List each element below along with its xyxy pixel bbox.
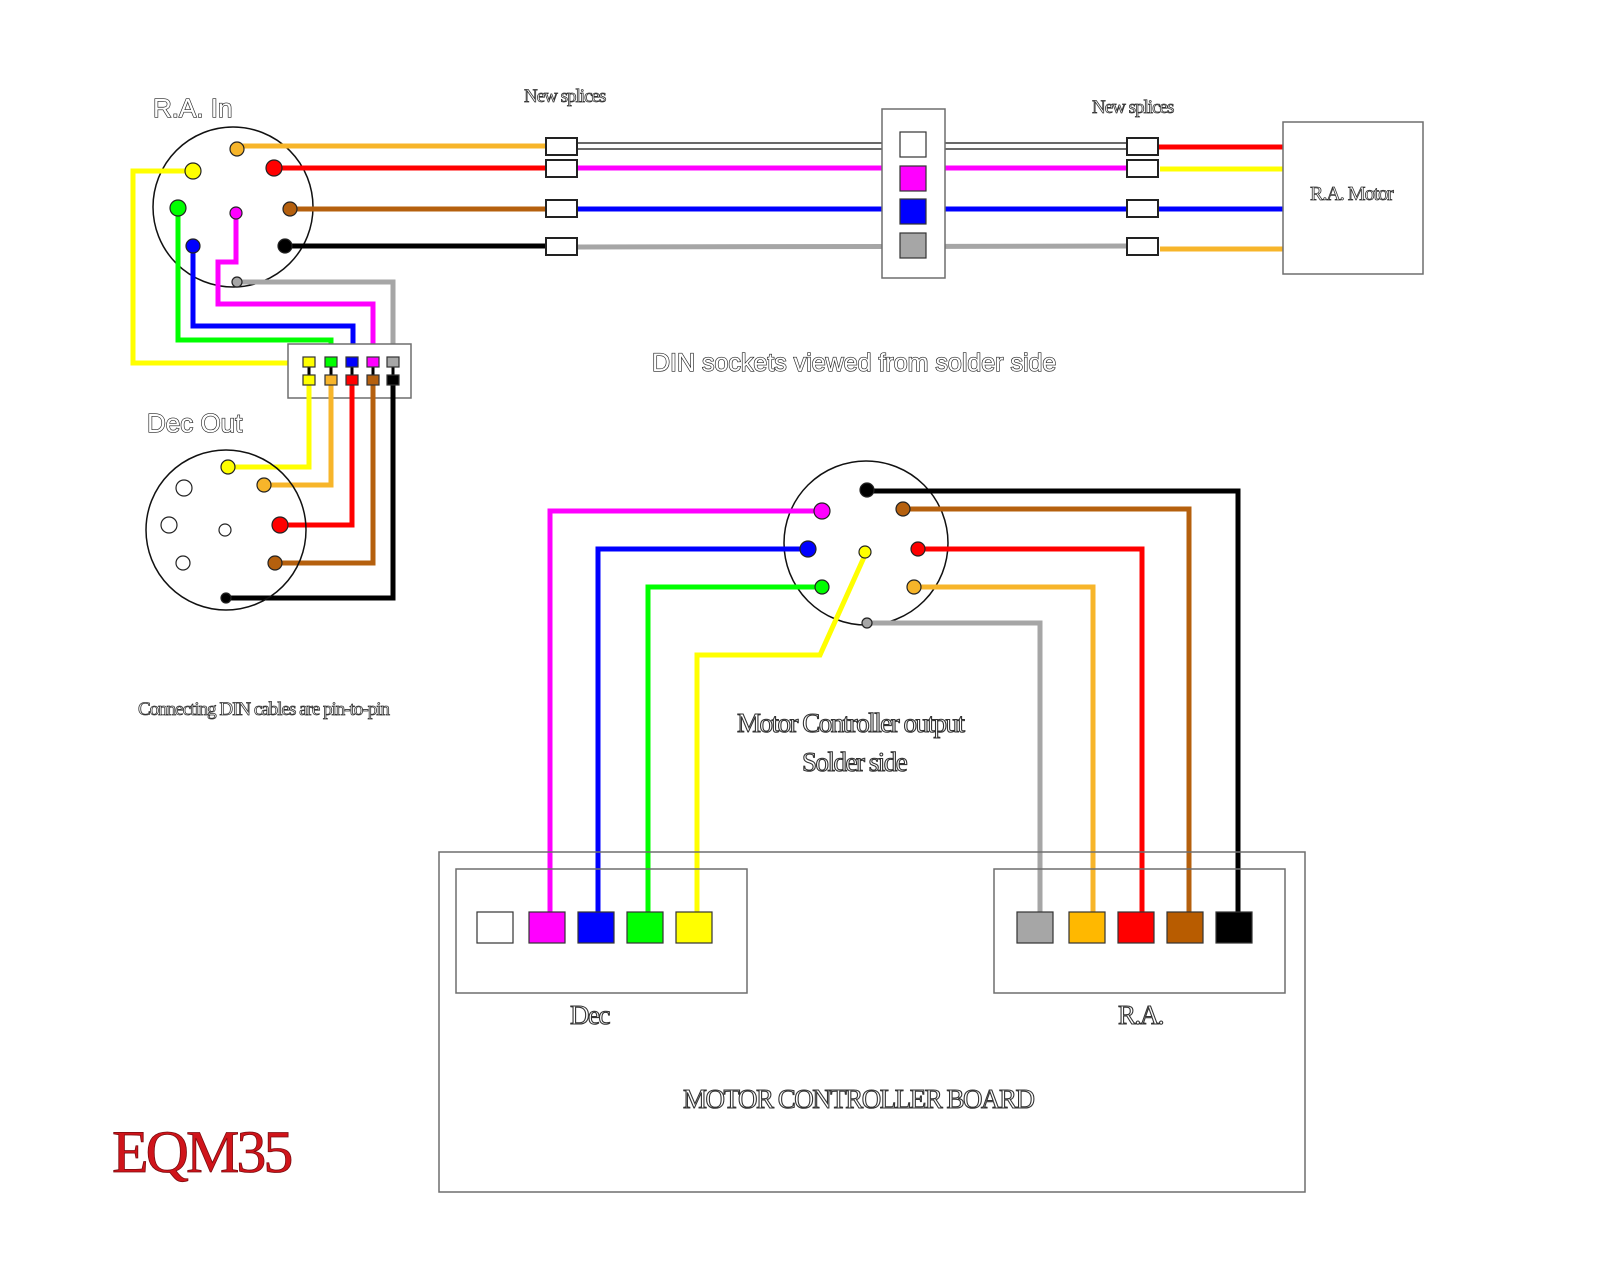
ra-in-pin-grey [231, 276, 243, 288]
ra-term-red [1117, 911, 1155, 944]
dec-out-pin-red [271, 516, 289, 534]
ra-header-box [993, 868, 1286, 994]
ra-term-black [1215, 911, 1253, 944]
passthrough-term-magenta [899, 165, 927, 192]
dec-term-magenta [528, 911, 566, 944]
dec-out-label: Dec Out [147, 408, 243, 438]
dec-header-box [455, 868, 748, 994]
junction-term-orange-bottom [324, 374, 338, 386]
junction-term-black-bottom [386, 374, 400, 386]
ra-in-pin-yellow [184, 162, 202, 180]
ra-in-pin-blue [185, 238, 201, 254]
controller-output-label: Motor Controller output [737, 708, 965, 738]
dec-out-socket [145, 449, 307, 611]
ra-header-label: R.A. [1118, 1000, 1163, 1030]
dec-term-blue [577, 911, 615, 944]
din-note: DIN sockets viewed from solder side [652, 349, 1056, 377]
passthrough-term-white [899, 131, 927, 158]
dec-header-label: Dec [570, 1000, 610, 1030]
junction-term-brown-bottom [366, 374, 380, 386]
ctrl-pin-magenta [813, 502, 831, 520]
junction-term-magenta-top [366, 356, 380, 368]
wire-green-ctrl [645, 584, 822, 913]
splice-right-2 [1126, 159, 1159, 178]
passthrough-term-blue [899, 198, 927, 225]
dec-out-pin-yellow [220, 459, 236, 475]
ctrl-pin-blue [799, 540, 817, 558]
ra-in-pin-orange [229, 141, 245, 157]
junction-term-green-top [324, 356, 338, 368]
dec-out-pin-unused-4 [175, 555, 191, 571]
dec-out-pin-black [220, 592, 232, 604]
dec-out-pin-unused-3 [218, 523, 232, 537]
ra-in-label: R.A. In [153, 93, 232, 123]
wire-brown-ctrl [903, 506, 1192, 913]
wire-magenta-ctrl [547, 508, 822, 913]
junction-term-blue-top [345, 356, 359, 368]
ra-in-pin-black [277, 238, 293, 254]
splice-left-4 [545, 237, 578, 256]
dec-term-green [626, 911, 664, 944]
wire-red-ctrl [919, 546, 1145, 913]
wire-grey-run [577, 243, 1134, 250]
dec-out-pin-unused-1 [175, 479, 193, 497]
ra-motor-box [1282, 121, 1424, 275]
wire-white-run [578, 142, 1133, 150]
ra-in-pin-magenta [229, 206, 243, 220]
ctrl-pin-orange [906, 579, 922, 595]
new-splices-left-label: New splices [524, 86, 606, 107]
wire-red-dec [280, 380, 355, 528]
ctrl-pin-black [859, 482, 875, 498]
wire-yellow-dec [228, 380, 312, 470]
splice-right-3 [1126, 199, 1159, 218]
ra-in-pin-brown [282, 201, 298, 217]
new-splices-right-label: New splices [1092, 97, 1174, 118]
ra-term-orange [1068, 911, 1106, 944]
dec-term-yellow [675, 911, 713, 944]
ra-term-grey [1016, 911, 1054, 944]
passthrough-term-grey [899, 232, 927, 259]
wire-orange-ctrl [915, 584, 1096, 913]
brand-logo: EQM35 [112, 1119, 291, 1185]
wire-yellow-ctrl [694, 553, 868, 913]
junction-bottom-row [302, 374, 400, 386]
ra-in-pin-green [169, 199, 187, 217]
junction-term-yellow-top [302, 356, 316, 368]
wire-black-ctrl [867, 488, 1241, 913]
dec-out-pin-brown [267, 555, 283, 571]
junction-term-grey-top [386, 356, 400, 368]
wire-blue-ctrl [595, 546, 808, 913]
splice-right-1 [1126, 137, 1159, 156]
controller-output-sublabel: Solder side [802, 747, 908, 777]
pin-to-pin-note: Connecting DIN cables are pin-to-pin [138, 699, 391, 720]
motor-controller-board [438, 851, 1306, 1193]
junction-top-row [302, 356, 400, 368]
ra-term-brown [1166, 911, 1204, 944]
dec-term-white [476, 911, 514, 944]
wire-yellow-ra-junction [130, 168, 305, 366]
ra-in-pin-red [265, 159, 283, 177]
ctrl-pin-grey [861, 617, 873, 629]
ra-motor-label: R.A. Motor [1310, 183, 1394, 205]
ctrl-pin-brown [895, 501, 911, 517]
wire-black-dec [226, 380, 396, 601]
splice-left-1 [545, 137, 578, 156]
ctrl-pin-red [910, 541, 926, 557]
dec-out-pin-orange [256, 477, 272, 493]
splice-left-3 [545, 199, 578, 218]
splice-left-2 [545, 159, 578, 178]
wire-grey-ctrl [867, 620, 1043, 913]
wire-brown-dec [275, 380, 376, 566]
dec-out-pin-unused-2 [160, 516, 178, 534]
junction-term-yellow-bottom [302, 374, 316, 386]
junction-term-red-bottom [345, 374, 359, 386]
ctrl-pin-yellow [858, 545, 872, 559]
ctrl-pin-green [814, 579, 830, 595]
splice-right-4 [1126, 237, 1159, 256]
board-label: MOTOR CONTROLLER BOARD [683, 1084, 1035, 1114]
wire-grey-ra-junction [237, 279, 396, 363]
wire-magenta-ra-junction [215, 213, 376, 363]
wire-orange-dec [264, 380, 334, 488]
